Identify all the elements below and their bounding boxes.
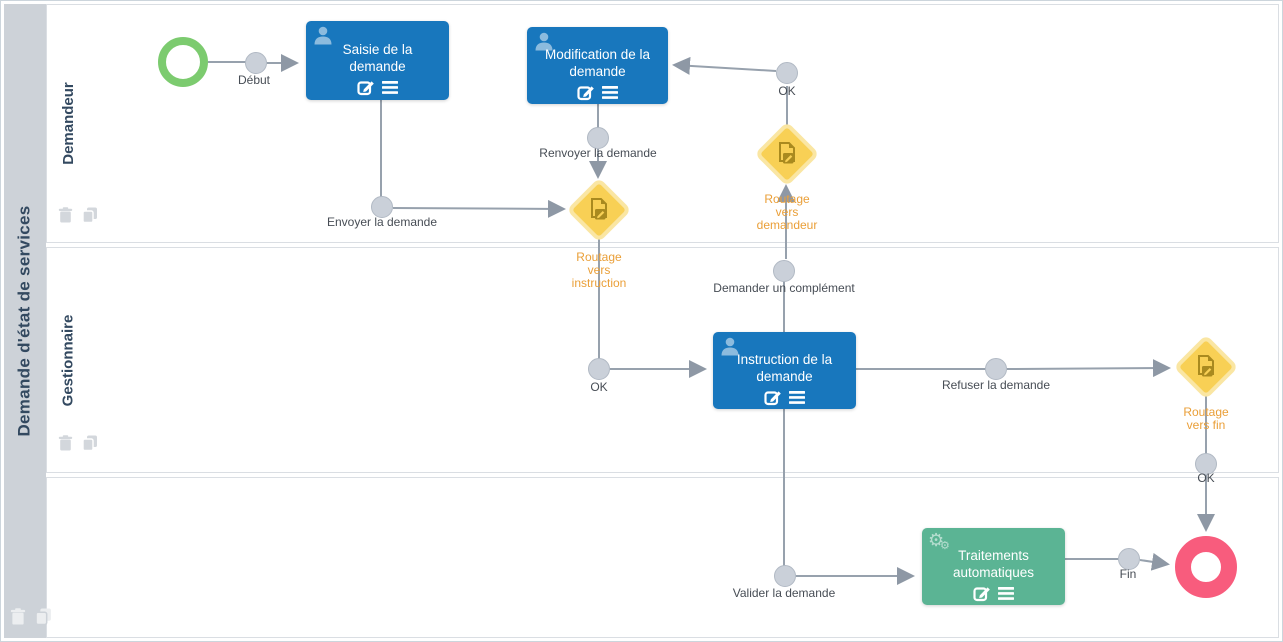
lane-tools-demandeur	[58, 207, 98, 223]
trash-icon[interactable]	[58, 435, 73, 451]
pool-header[interactable]: Demande d'état de services	[4, 4, 46, 638]
label-debut: Début	[237, 73, 271, 87]
document-edit-icon	[591, 198, 607, 220]
label-renvoyer: Renvoyer la demande	[539, 146, 657, 160]
label-ok-top: OK	[778, 84, 796, 98]
user-icon	[314, 26, 332, 45]
task-label: Saisie de la demande	[342, 42, 413, 74]
edit-icon[interactable]	[577, 83, 595, 101]
lane-gestionnaire[interactable]	[46, 247, 1279, 473]
task-label: Traitements automatiques	[952, 548, 1035, 580]
copy-icon[interactable]	[35, 608, 52, 625]
copy-icon[interactable]	[82, 207, 98, 223]
menu-icon[interactable]	[602, 85, 618, 99]
task-label: Instruction de la demande	[736, 352, 833, 384]
gears-icon: ⚙⚙	[928, 530, 950, 552]
connector-envoyer[interactable]	[371, 196, 393, 218]
menu-icon[interactable]	[382, 80, 398, 94]
label-fin: Fin	[1119, 567, 1137, 581]
document-edit-icon	[1198, 355, 1214, 377]
document-edit-icon	[779, 142, 795, 164]
connector-debut[interactable]	[245, 52, 267, 74]
task-saisie[interactable]: Saisie de la demande	[306, 21, 449, 100]
lane-bottom[interactable]	[46, 477, 1279, 638]
connector-ok-top[interactable]	[776, 62, 798, 84]
connector-renvoyer[interactable]	[587, 127, 609, 149]
connector-fin[interactable]	[1118, 548, 1140, 570]
pool-tools	[10, 608, 52, 625]
menu-icon[interactable]	[789, 390, 805, 404]
connector-ok-mid[interactable]	[588, 358, 610, 380]
gateway-routage-vers-instruction[interactable]	[566, 177, 632, 243]
connector-refuser[interactable]	[985, 358, 1007, 380]
connector-ok-right[interactable]	[1195, 453, 1217, 475]
label-valider: Valider la demande	[732, 586, 836, 600]
label-ok-mid: OK	[590, 380, 608, 394]
connector-valider[interactable]	[774, 565, 796, 587]
label-envoyer: Envoyer la demande	[326, 215, 438, 229]
connector-demander[interactable]	[773, 260, 795, 282]
task-instruction[interactable]: Instruction de la demande	[713, 332, 856, 409]
label-refuser: Refuser la demande	[941, 378, 1051, 392]
menu-icon[interactable]	[998, 586, 1014, 600]
lane-tools-gestionnaire	[58, 435, 98, 451]
gateway-routage-vers-fin[interactable]	[1173, 334, 1239, 400]
edit-icon[interactable]	[357, 78, 375, 96]
trash-icon[interactable]	[58, 207, 73, 223]
user-icon	[721, 337, 739, 356]
edit-icon[interactable]	[973, 584, 991, 602]
task-label: Modification de la demande	[544, 47, 651, 79]
edit-icon[interactable]	[764, 388, 782, 406]
start-event[interactable]	[158, 37, 208, 87]
trash-icon[interactable]	[10, 608, 26, 625]
user-icon	[535, 32, 553, 51]
label-ok-right: OK	[1197, 471, 1215, 485]
task-traitements[interactable]: ⚙⚙ Traitements automatiques	[922, 528, 1065, 605]
label-demander: Demander un complément	[713, 281, 855, 295]
copy-icon[interactable]	[82, 435, 98, 451]
task-modification[interactable]: Modification de la demande	[527, 27, 668, 104]
gateway-routage-vers-demandeur[interactable]	[754, 121, 820, 187]
end-event[interactable]	[1175, 536, 1237, 598]
